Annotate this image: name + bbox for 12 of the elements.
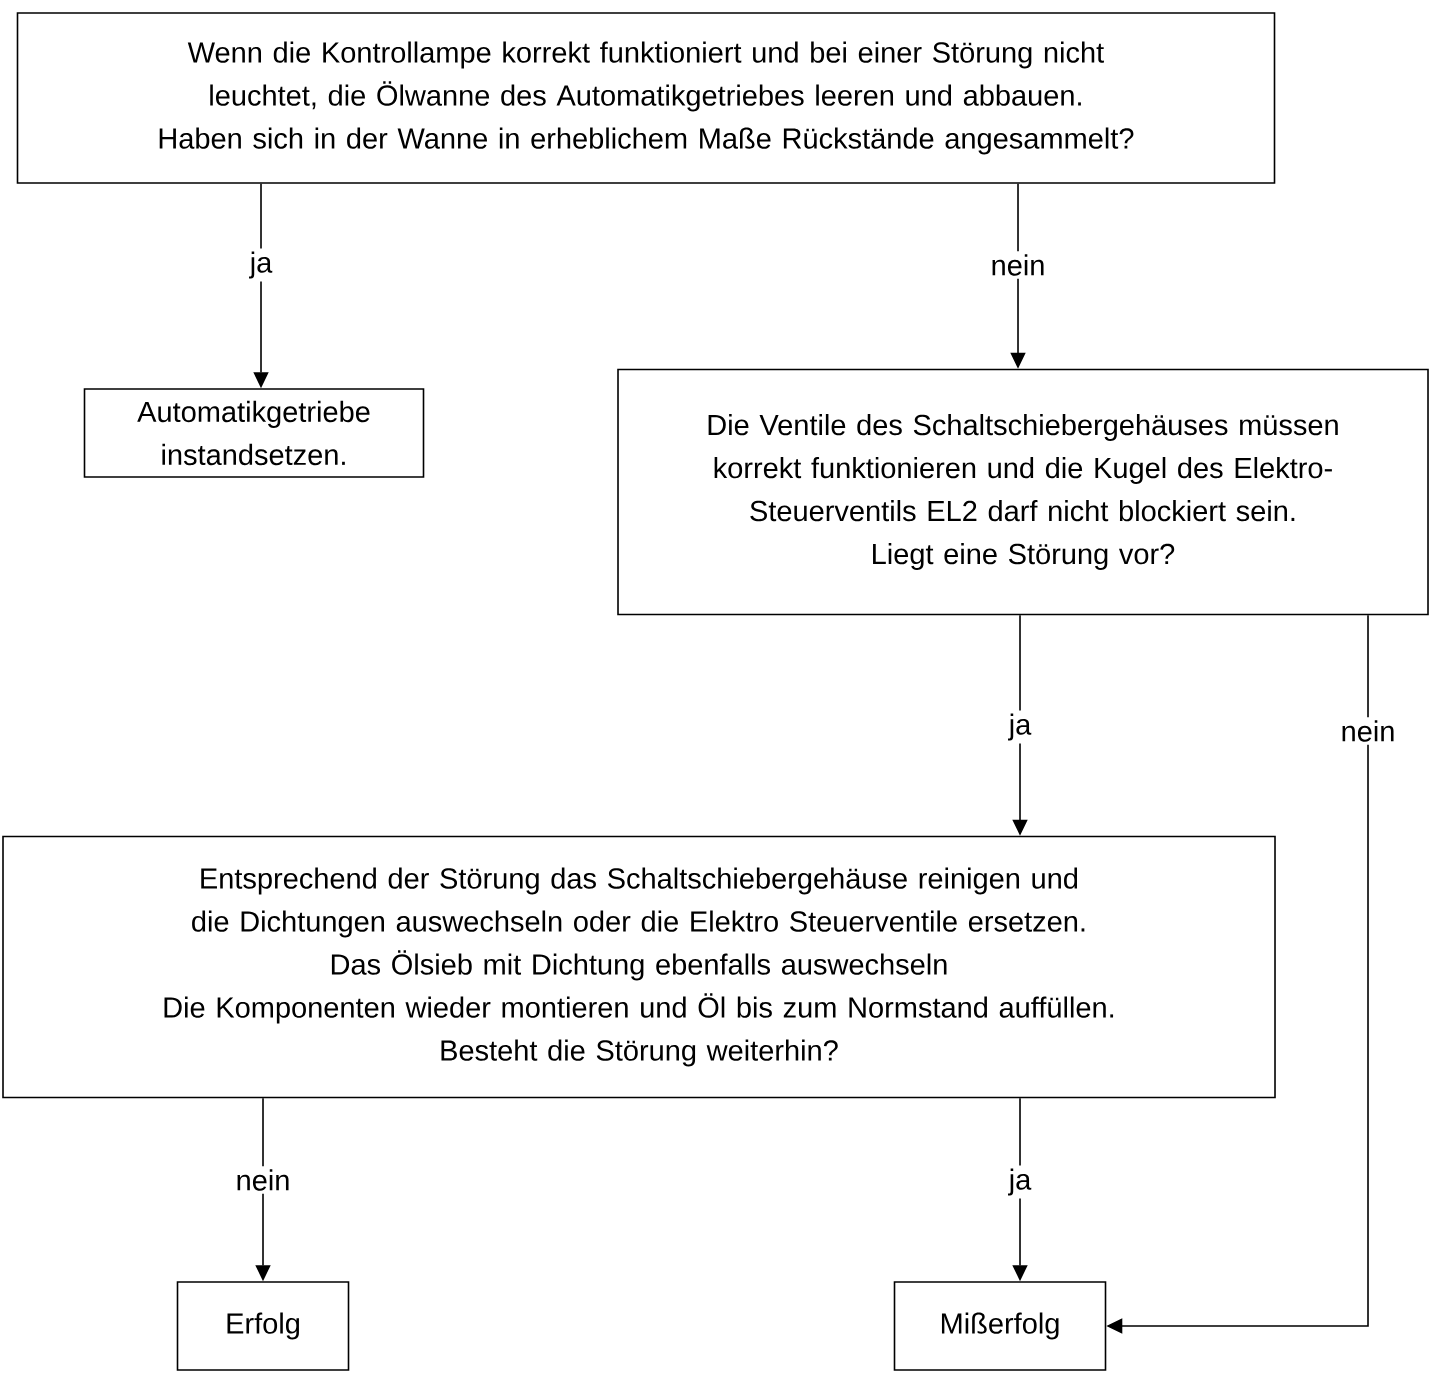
process-box: Wenn die Kontrollampe korrekt funktioniert und bei einer Störung nicht leuchtet, die Ölwanne des Automatikgetriebes leeren und abbauen. Haben sich in der Wanne in erheblichem Maße Rückstände angesammelt? [16,12,1276,184]
process-box: Automatikgetriebe instandsetzen. [83,388,425,478]
process-box: Die Ventile des Schaltschiebergehäuses müssen korrekt funktionieren und die Kugel des Elektro-Steuerventils EL2 darf nicht blockiert sein. Liegt eine Störung vor? [617,368,1429,616]
edge-label: nein [1337,717,1399,745]
process-box: Mißerfolg [893,1281,1107,1371]
process-box: Entsprechend der Störung das Schaltschiebergehäuse reinigen und die Dichtungen auswechseln oder die Elektro Steuerventile ersetzen. Das Ölsieb mit Dichtung ebenfalls auswechseln Die Komponenten wieder montieren und Öl bis zum Normstand auffüllen. Besteht die Störung weiterhin? [2,835,1276,1099]
process-box: Erfolg [176,1281,350,1371]
edge-label: ja [1005,1165,1035,1199]
edge-label: nein [987,251,1049,279]
edge-label: nein [232,1166,294,1194]
edge-label: ja [1005,710,1035,744]
edge-label: ja [246,248,276,282]
